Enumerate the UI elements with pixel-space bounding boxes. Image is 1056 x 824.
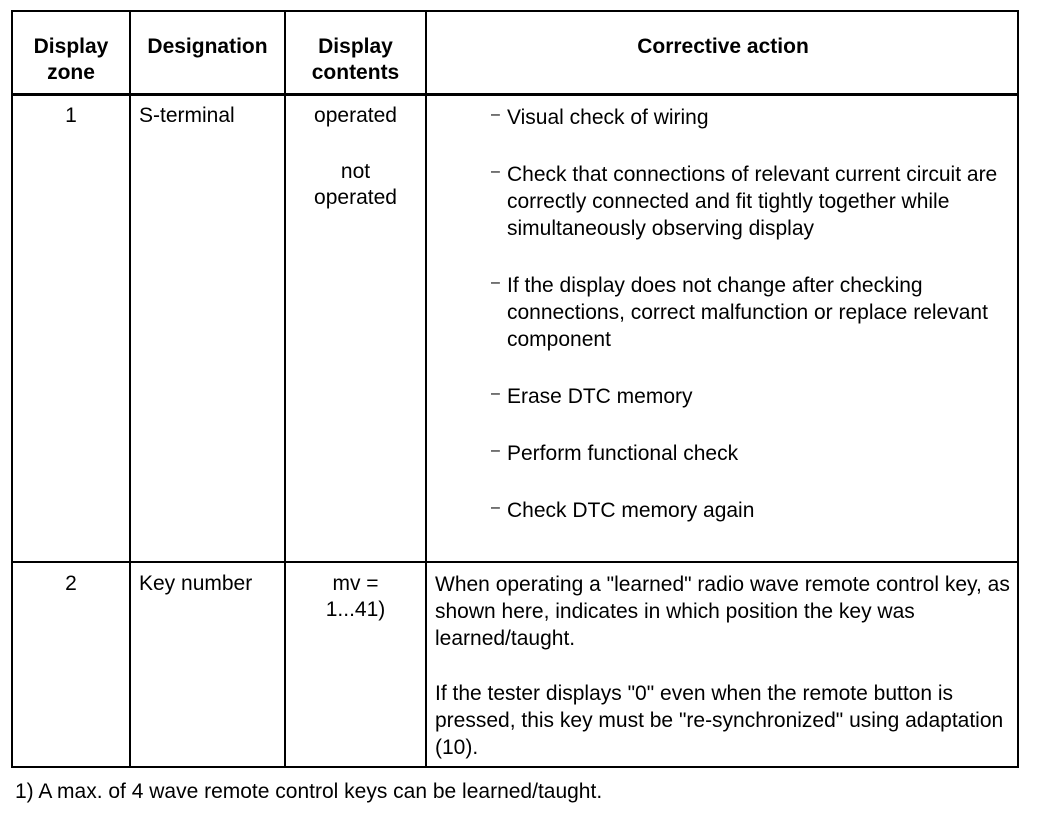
header-display-zone: Display zone <box>13 34 129 86</box>
header-display-contents: Display contents <box>286 34 425 86</box>
action-paragraph: If the tester displays "0" even when the… <box>435 682 1004 759</box>
list-item: –If the display does not change after ch… <box>491 272 1006 353</box>
list-item: –Check that connections of relevant curr… <box>491 161 1006 242</box>
header-corrective-action: Corrective action <box>427 34 1019 60</box>
footnote: 1) A max. of 4 wave remote control keys … <box>15 780 603 803</box>
dash-marker: – <box>491 499 500 516</box>
row2-corrective-action: When operating a "learned" radio wave re… <box>435 571 1013 789</box>
contents-value: mv = <box>332 572 379 595</box>
contents-not-operated: not <box>340 160 371 183</box>
action-text: Erase DTC memory <box>507 385 693 408</box>
header-text: Display <box>318 35 393 58</box>
list-item: –Visual check of wiring <box>491 104 1006 131</box>
header-designation: Designation <box>131 34 284 60</box>
row1-zone: 1 <box>65 104 77 127</box>
dash-marker: – <box>491 106 500 123</box>
header-divider <box>13 93 1017 96</box>
header-text: Designation <box>147 35 268 58</box>
dash-marker: – <box>491 442 500 459</box>
column-divider <box>284 12 286 766</box>
list-item: –Perform functional check <box>491 440 1006 467</box>
header-text: Display <box>33 35 109 58</box>
list-item: –Erase DTC memory <box>491 383 1006 410</box>
row1-contents: operated not operated <box>286 103 425 211</box>
contents-value: 1...41) <box>325 598 386 621</box>
list-item: –Check DTC memory again <box>491 497 1006 524</box>
header-text: Corrective action <box>637 35 809 58</box>
row2-zone: 2 <box>65 572 77 595</box>
action-text: Check DTC memory again <box>507 499 755 522</box>
action-text: Perform functional check <box>507 442 739 465</box>
action-paragraph: When operating a "learned" radio wave re… <box>435 573 1010 650</box>
action-text: Visual check of wiring <box>507 106 709 129</box>
column-divider <box>425 12 427 766</box>
row1-designation: S-terminal <box>139 104 235 127</box>
corrective-action-list: –Visual check of wiring –Check that conn… <box>491 104 1006 554</box>
action-text: If the display does not change after che… <box>507 274 988 351</box>
column-divider <box>129 12 131 766</box>
row-divider <box>13 561 1017 563</box>
contents-operated: operated <box>314 104 397 127</box>
contents-not-operated: operated <box>314 186 397 209</box>
row2-designation: Key number <box>139 572 253 595</box>
header-text: contents <box>311 61 400 84</box>
dash-marker: – <box>491 274 500 291</box>
row2-contents: mv = 1...41) <box>286 571 425 623</box>
dash-marker: – <box>491 163 500 180</box>
action-text: Check that connections of relevant curre… <box>507 163 998 240</box>
corrective-action-table: Display zone Designation Display content… <box>11 10 1019 768</box>
dash-marker: – <box>491 385 500 402</box>
header-text: zone <box>47 61 95 84</box>
